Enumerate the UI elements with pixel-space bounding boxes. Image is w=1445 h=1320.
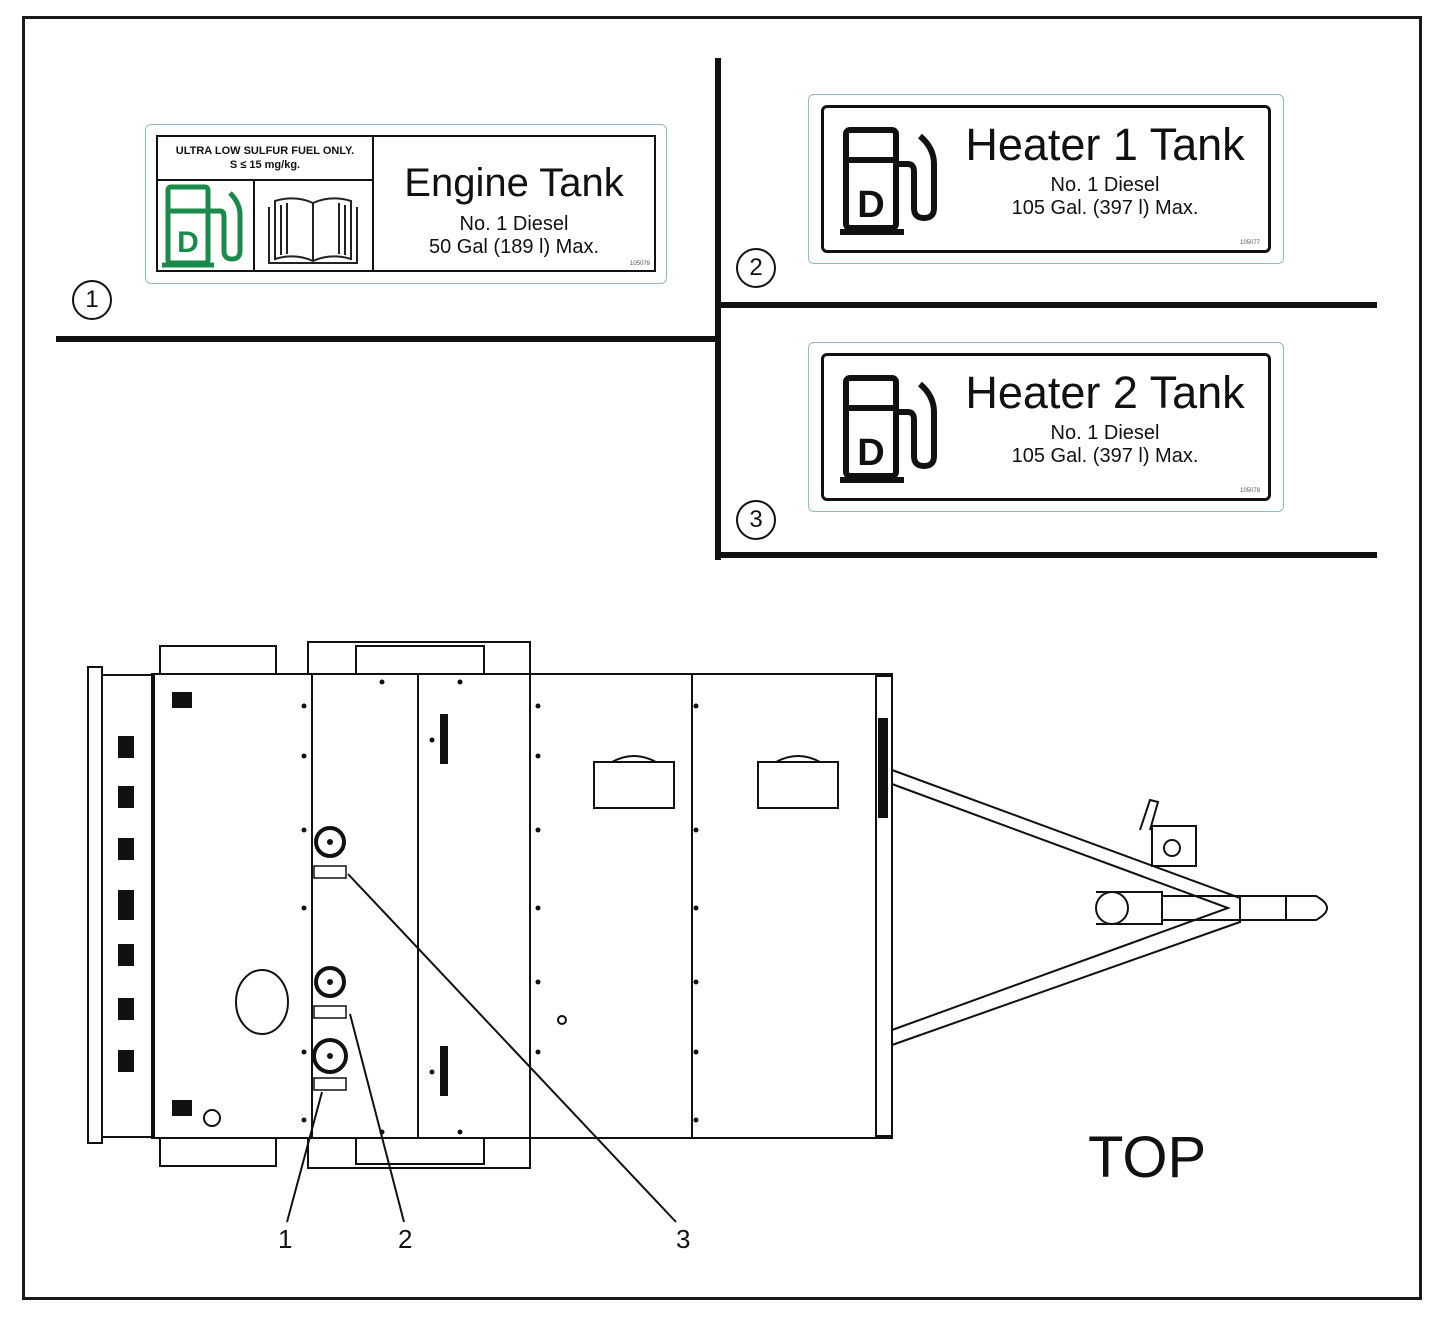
leader-label-3: 3 (676, 1224, 691, 1254)
fuel-pump-icon: D (840, 375, 937, 483)
divider-horizontal-right-upper (718, 302, 1377, 308)
view-label: TOP (1088, 1125, 1207, 1190)
engine-tank-title: Engine Tank (404, 161, 624, 205)
heater1-tank-capacity: 105 Gal. (397 l) Max. (1011, 197, 1199, 219)
fuel-warning-box: ULTRA LOW SULFUR FUEL ONLY. S ≤ 15 mg/kg… (158, 137, 374, 181)
manual-book-icon (255, 181, 374, 272)
engine-tank-part-number: 105079 (630, 261, 651, 267)
divider-horizontal-left (56, 336, 718, 342)
heater1-tank-decal-outline: D Heater 1 Tank No. 1 Diesel 105 Gal. (3… (808, 94, 1284, 264)
engine-tank-fuel: No. 1 Diesel (459, 213, 569, 235)
heater2-tank-capacity: 105 Gal. (397 l) Max. (1011, 445, 1199, 467)
heater2-tank-decal-outline: D Heater 2 Tank No. 1 Diesel 105 Gal. (3… (808, 342, 1284, 512)
heater1-tank-title: Heater 1 Tank (965, 119, 1245, 170)
leader-label-1: 1 (278, 1224, 293, 1254)
leader-label-2: 2 (398, 1224, 413, 1254)
callout-2: 2 (736, 248, 776, 288)
heater2-tank-text: Heater 2 Tank No. 1 Diesel 105 Gal. (397… (950, 368, 1260, 468)
heater2-tank-part-number: 105078 (1240, 488, 1261, 494)
callout-1: 1 (72, 280, 112, 320)
heater1-tank-part-number: 105077 (1240, 240, 1261, 246)
heater1-tank-text: Heater 1 Tank No. 1 Diesel 105 Gal. (397… (950, 120, 1260, 220)
heater2-tank-fuel: No. 1 Diesel (1050, 422, 1160, 444)
heater1-tank-fuel: No. 1 Diesel (1050, 174, 1160, 196)
engine-tank-decal: ULTRA LOW SULFUR FUEL ONLY. S ≤ 15 mg/kg… (156, 135, 656, 272)
engine-tank-capacity: 50 Gal (189 l) Max. (428, 236, 600, 258)
engine-tank-text: Engine Tank No. 1 Diesel 50 Gal (189 l) … (374, 137, 654, 272)
heater2-tank-decal: D Heater 2 Tank No. 1 Diesel 105 Gal. (3… (821, 353, 1271, 501)
divider-horizontal-right-lower (718, 552, 1377, 558)
fuel-pump-icon: D (840, 127, 937, 235)
figure-frame (22, 16, 1422, 1300)
divider-vertical (715, 58, 721, 560)
fuel-warning-line1: ULTRA LOW SULFUR FUEL ONLY. (175, 145, 355, 157)
pump-letter: D (177, 226, 199, 259)
fuel-pump-icon: D (158, 181, 255, 272)
heater2-tank-title: Heater 2 Tank (965, 367, 1245, 418)
callout-3: 3 (736, 500, 776, 540)
heater1-tank-decal: D Heater 1 Tank No. 1 Diesel 105 Gal. (3… (821, 105, 1271, 253)
pump-letter: D (857, 432, 884, 474)
fuel-warning-line2: S ≤ 15 mg/kg. (229, 159, 301, 171)
pump-letter: D (857, 184, 884, 226)
